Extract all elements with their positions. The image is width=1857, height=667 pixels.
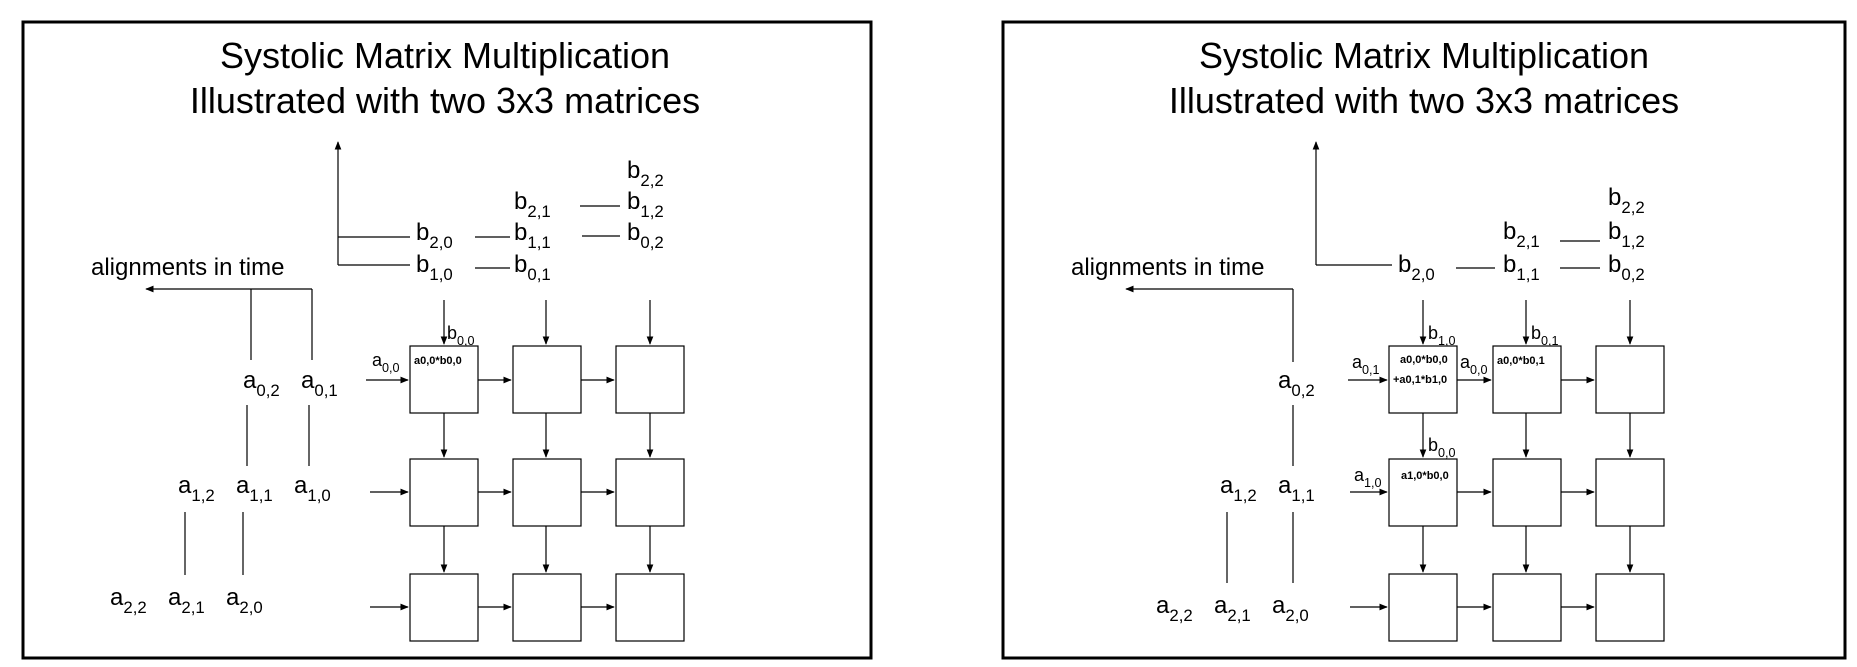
right-a02-label: a0,2 bbox=[1278, 367, 1315, 400]
left-pe-1-1 bbox=[512, 458, 582, 527]
right-axis-label: alignments in time bbox=[1071, 254, 1264, 281]
right-pe-2-2 bbox=[1595, 573, 1665, 642]
right-b22-label: b2,2 bbox=[1608, 184, 1645, 217]
right-pe-0-1 bbox=[1492, 345, 1562, 414]
right-a01-input-label: a0,1 bbox=[1352, 352, 1380, 377]
left-b11-label: b1,1 bbox=[514, 219, 551, 252]
right-pe-0-1-text: a0,0*b0,1 bbox=[1497, 355, 1545, 367]
right-a10-input-label: a1,0 bbox=[1354, 465, 1382, 490]
right-title-line1: Systolic Matrix Multiplication bbox=[1199, 35, 1649, 76]
left-pe-0-1 bbox=[512, 345, 582, 414]
left-a02-label: a0,2 bbox=[243, 367, 280, 400]
right-pe-0-0 bbox=[1388, 345, 1458, 414]
left-pe-2-2 bbox=[615, 573, 685, 642]
left-b12-label: b1,2 bbox=[627, 188, 664, 221]
right-b21-label: b2,1 bbox=[1503, 218, 1540, 251]
left-a12-label: a1,2 bbox=[178, 472, 215, 505]
right-pe-2-0 bbox=[1388, 573, 1458, 642]
right-pe-1-0-text: a1,0*b0,0 bbox=[1401, 470, 1449, 482]
right-pe-1-0 bbox=[1388, 458, 1458, 527]
left-pe-1-2 bbox=[615, 458, 685, 527]
right-pe-1-2 bbox=[1595, 458, 1665, 527]
left-title-line2: Illustrated with two 3x3 matrices bbox=[190, 80, 700, 121]
left-a10-label: a1,0 bbox=[294, 472, 331, 505]
left-a21-label: a2,1 bbox=[168, 584, 205, 617]
right-a12-label: a1,2 bbox=[1220, 472, 1257, 505]
left-a22-label: a2,2 bbox=[110, 584, 147, 617]
left-axis-label: alignments in time bbox=[91, 254, 284, 281]
right-a21-label: a2,1 bbox=[1214, 592, 1251, 625]
left-panel-frame bbox=[21, 20, 873, 660]
left-pe-2-0 bbox=[409, 573, 479, 642]
right-panel: Systolic Matrix Multiplication Illustrat… bbox=[1001, 20, 1847, 660]
right-a11-label: a1,1 bbox=[1278, 472, 1315, 505]
left-pe-1-0 bbox=[409, 458, 479, 527]
right-pe-0-0-text2: +a0,1*b1,0 bbox=[1393, 374, 1447, 386]
right-pe-1-1 bbox=[1492, 458, 1562, 527]
left-a20-label: a2,0 bbox=[226, 584, 263, 617]
left-title-line1: Systolic Matrix Multiplication bbox=[220, 35, 670, 76]
right-a22-label: a2,2 bbox=[1156, 592, 1193, 625]
left-panel: Systolic Matrix Multiplication Illustrat… bbox=[21, 20, 873, 660]
left-b02-label: b0,2 bbox=[627, 219, 664, 252]
right-b12-label: b1,2 bbox=[1608, 218, 1645, 251]
left-a00-input-label: a0,0 bbox=[372, 350, 400, 375]
right-a00-input-label: a0,0 bbox=[1460, 352, 1488, 377]
right-pe-0-2 bbox=[1595, 345, 1665, 414]
right-b11-label: b1,1 bbox=[1503, 251, 1540, 284]
right-b20-label: b2,0 bbox=[1398, 251, 1435, 284]
left-b01-label: b0,1 bbox=[514, 251, 551, 284]
right-title-line2: Illustrated with two 3x3 matrices bbox=[1169, 80, 1679, 121]
right-b02-label: b0,2 bbox=[1608, 251, 1645, 284]
left-b22-label: b2,2 bbox=[627, 157, 664, 190]
left-b00-input-label: b0,0 bbox=[447, 323, 475, 348]
left-pe-0-0 bbox=[409, 345, 479, 414]
left-b20-label: b2,0 bbox=[416, 219, 453, 252]
left-pe-2-1 bbox=[512, 573, 582, 642]
left-b10-label: b1,0 bbox=[416, 251, 453, 284]
right-panel-frame bbox=[1001, 20, 1847, 660]
left-pe-0-2 bbox=[615, 345, 685, 414]
right-b00-input-label: b0,0 bbox=[1428, 435, 1456, 460]
right-b10-input-label: b1,0 bbox=[1428, 323, 1456, 348]
left-a01-label: a0,1 bbox=[301, 367, 338, 400]
left-b21-label: b2,1 bbox=[514, 188, 551, 221]
left-pe-0-0-text: a0,0*b0,0 bbox=[414, 355, 462, 367]
right-pe-2-1 bbox=[1492, 573, 1562, 642]
right-a20-label: a2,0 bbox=[1272, 592, 1309, 625]
right-b01-input-label: b0,1 bbox=[1531, 323, 1559, 348]
left-a11-label: a1,1 bbox=[236, 472, 273, 505]
right-pe-0-0-text: a0,0*b0,0 bbox=[1400, 354, 1448, 366]
